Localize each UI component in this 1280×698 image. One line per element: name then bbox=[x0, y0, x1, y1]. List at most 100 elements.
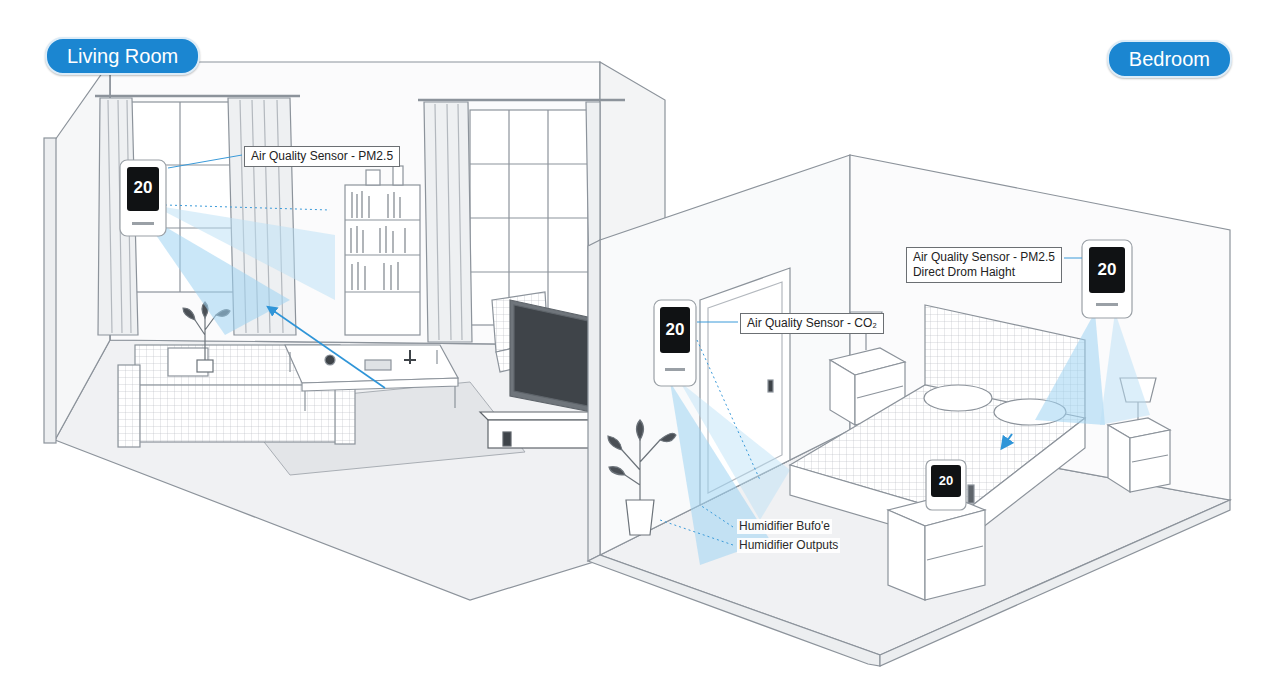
bedroom-pm-sensor-beam bbox=[1035, 312, 1105, 425]
left-nightstand bbox=[857, 386, 903, 398]
nightstand-sensor bbox=[926, 460, 966, 510]
room-tag: Bedroom bbox=[1107, 40, 1232, 78]
nightstand-sensor bbox=[931, 465, 961, 497]
coffee-table bbox=[404, 350, 416, 364]
bed bbox=[790, 305, 1085, 545]
bedroom-plant bbox=[608, 420, 676, 535]
bed bbox=[1002, 434, 1012, 448]
bedroom-walls bbox=[880, 500, 1230, 666]
living-sensor bbox=[120, 160, 166, 236]
right-window bbox=[470, 271, 588, 272]
living-sensor-beams bbox=[165, 205, 330, 210]
bedroom-plant bbox=[622, 440, 660, 500]
display-reading: 20 bbox=[1089, 260, 1125, 280]
tv bbox=[488, 420, 600, 448]
bed bbox=[924, 385, 992, 411]
bedroom-walls bbox=[588, 155, 1230, 666]
device-note: Humidifier Outputs bbox=[737, 538, 840, 553]
co2-sensor bbox=[660, 307, 690, 353]
node-title: Air Quality Sensor - CO₂ bbox=[747, 316, 877, 331]
bedroom-plant bbox=[626, 500, 654, 535]
coffee-table bbox=[365, 360, 391, 370]
room-tag: Living Room bbox=[45, 37, 200, 75]
front-nightstand bbox=[968, 485, 974, 503]
living-sensor bbox=[127, 167, 159, 211]
leader-line bbox=[700, 505, 733, 527]
co2-sensor-beam bbox=[680, 382, 790, 520]
bookshelf bbox=[351, 226, 405, 253]
leader-line bbox=[168, 155, 242, 168]
tv bbox=[510, 300, 592, 412]
bookshelf bbox=[352, 191, 400, 218]
nightstand-sensor bbox=[926, 460, 966, 510]
living-sensor-beams bbox=[152, 205, 335, 300]
leader-line bbox=[660, 520, 733, 545]
left-nightstand bbox=[830, 360, 855, 425]
bedroom-pm-sensor-beam bbox=[1100, 312, 1150, 425]
bookshelf bbox=[345, 219, 420, 220]
coffee-table bbox=[290, 350, 455, 411]
tv bbox=[503, 432, 511, 446]
co2-sensor bbox=[665, 368, 685, 371]
plant bbox=[197, 360, 213, 372]
bedroom-plant bbox=[660, 433, 676, 441]
bookshelf bbox=[393, 166, 403, 185]
right-window bbox=[470, 110, 588, 325]
bedroom-walls bbox=[588, 555, 880, 666]
coffee-table bbox=[285, 345, 458, 383]
leader-line bbox=[697, 322, 738, 323]
bedroom-plant bbox=[637, 420, 644, 440]
bookshelf bbox=[352, 262, 398, 290]
tv bbox=[514, 305, 588, 406]
display-reading: 20 bbox=[660, 320, 690, 340]
right-window bbox=[418, 99, 625, 102]
plant bbox=[183, 308, 195, 320]
front-nightstand bbox=[888, 510, 925, 600]
living-sensor-beams bbox=[140, 205, 385, 388]
display-reading: 20 bbox=[127, 178, 159, 198]
node-title: Air Quality Sensor - PM2.5 bbox=[913, 250, 1055, 265]
living-sensor-beams bbox=[268, 307, 385, 388]
node-subtitle: Direct Drom Haight bbox=[913, 265, 1055, 280]
front-nightstand bbox=[925, 510, 985, 600]
bookshelf bbox=[345, 166, 420, 335]
front-nightstand bbox=[927, 546, 983, 560]
bookshelf bbox=[345, 254, 420, 255]
sensor-callout: Air Quality Sensor - PM2.5 bbox=[244, 146, 400, 167]
right-window bbox=[424, 102, 472, 342]
bedroom-pm-sensor bbox=[1082, 240, 1132, 318]
sensor-callout: Air Quality Sensor - CO₂ bbox=[740, 313, 884, 334]
bedroom-pm-sensor-beam bbox=[1035, 312, 1150, 425]
sofa bbox=[125, 385, 350, 442]
node-title: Air Quality Sensor - PM2.5 bbox=[251, 149, 393, 164]
coffee-table bbox=[325, 355, 335, 365]
node-title: Bedroom bbox=[1129, 47, 1210, 71]
bookshelf bbox=[345, 291, 420, 292]
sofa bbox=[118, 365, 140, 447]
right-window bbox=[470, 217, 588, 218]
right-nightstand bbox=[1132, 455, 1168, 462]
right-window bbox=[435, 104, 462, 340]
leader-line bbox=[168, 155, 242, 168]
bedroom-pm-sensor bbox=[1082, 240, 1132, 318]
door bbox=[768, 380, 773, 392]
living-sensor bbox=[132, 222, 154, 225]
leader-line bbox=[660, 258, 1082, 545]
bedroom-plant bbox=[609, 467, 625, 475]
bedroom-pm-sensor bbox=[1089, 247, 1125, 293]
bedroom-pm-sensor bbox=[1096, 303, 1118, 306]
node-title: Living Room bbox=[67, 44, 178, 68]
living-room-walls bbox=[44, 138, 56, 443]
leader-line bbox=[697, 340, 760, 480]
tv bbox=[480, 300, 600, 448]
tv bbox=[480, 412, 600, 420]
left-window bbox=[95, 95, 300, 98]
bedroom-plant bbox=[608, 436, 622, 450]
bookshelf bbox=[366, 170, 380, 185]
co2-sensor bbox=[654, 300, 696, 386]
co2-sensor bbox=[654, 300, 696, 386]
plant bbox=[195, 315, 216, 362]
display-reading: 20 bbox=[931, 473, 961, 489]
